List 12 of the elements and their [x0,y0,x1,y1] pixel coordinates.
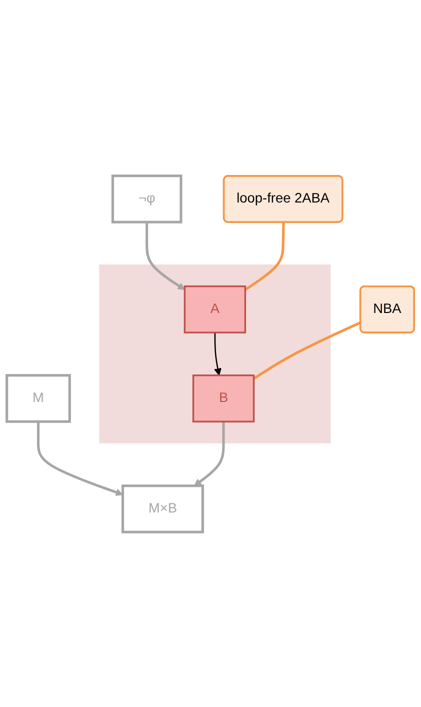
connector [253,320,362,380]
node-box: M×B [121,484,204,533]
connector [244,222,285,290]
node-box: A [184,285,246,333]
arrow [194,421,225,486]
node-box: B [192,374,255,422]
node-box: M [6,374,71,422]
node-box: ¬φ [111,174,182,223]
arrow [36,421,124,496]
arrow [146,222,186,290]
arrow [214,332,222,376]
cluster [99,264,331,443]
